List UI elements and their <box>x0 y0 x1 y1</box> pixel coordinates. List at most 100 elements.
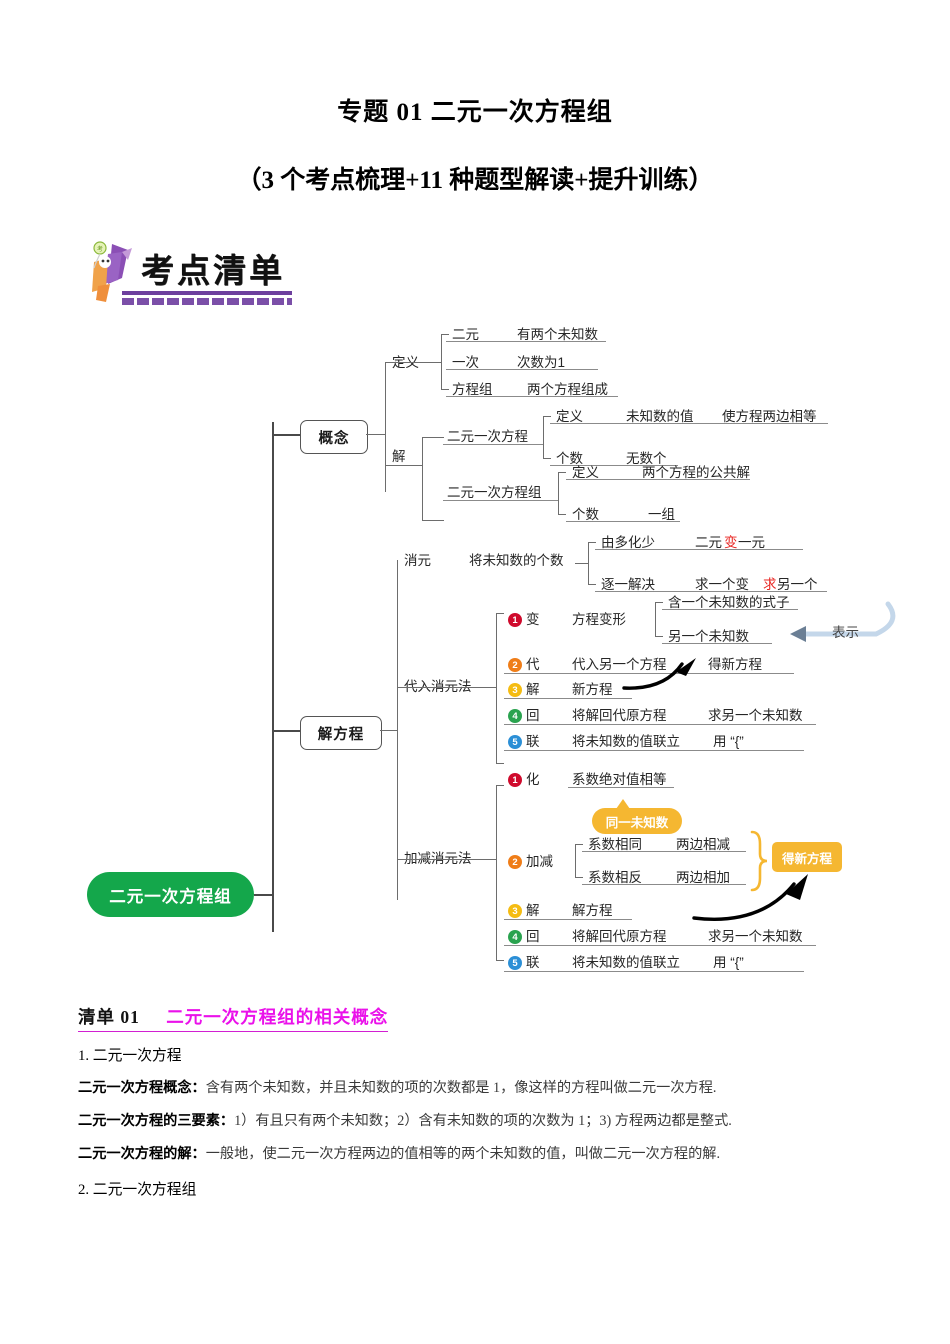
step-badge-5: 5 <box>508 735 522 749</box>
decorative-figure-icon: 考 <box>92 241 132 302</box>
connector <box>558 472 560 514</box>
connector <box>558 514 566 516</box>
solution-group-name: 二元一次方程组 <box>447 485 542 500</box>
step-badge-1: 1 <box>508 613 522 627</box>
connector <box>588 584 596 586</box>
paragraph-body: 含有两个未知数，并且未知数的项的次数都是 1，像这样的方程叫做二元一次方程. <box>205 1080 717 1096</box>
def-row-val: 两个方程组成 <box>527 382 608 397</box>
underline <box>504 945 816 947</box>
underline <box>662 643 772 645</box>
step-key: 解 <box>526 682 540 697</box>
elim-row-val-a: 二元 <box>695 535 722 550</box>
connector <box>496 613 504 615</box>
page-title: 专题 01 二元一次方程组 <box>337 99 613 126</box>
flow-arrow-icon <box>692 874 808 921</box>
connector <box>496 613 498 763</box>
connector <box>575 844 577 877</box>
step-badge-4: 4 <box>508 930 522 944</box>
result-box: 得新方程 <box>772 842 842 872</box>
solution-row-val: 无数个 <box>626 451 667 466</box>
solution-row-val2: 使方程两边相等 <box>722 409 817 424</box>
step-badge-3: 3 <box>508 683 522 697</box>
connector <box>496 785 504 787</box>
connector <box>588 542 596 544</box>
underline <box>443 444 543 446</box>
step-val: 解方程 <box>572 903 613 918</box>
callout-bubble: 同一未知数 <box>592 799 682 834</box>
connector <box>655 602 663 604</box>
addsub-row-key: 系数相反 <box>588 870 642 885</box>
underline <box>504 971 804 973</box>
step-key: 回 <box>526 929 540 944</box>
step-key: 化 <box>526 772 540 787</box>
step-key: 联 <box>526 955 540 970</box>
label-addsub-method: 加减消元法 <box>404 852 472 866</box>
connector <box>422 437 424 520</box>
def-row-key: 方程组 <box>452 382 493 397</box>
step-badge-4: 4 <box>508 709 522 723</box>
logo-rule-solid <box>122 291 292 295</box>
flow-arrow-icon <box>622 658 696 690</box>
solution-row-key: 定义 <box>556 409 583 424</box>
connector <box>254 894 274 897</box>
elim-row-val-c: 一元 <box>738 535 765 550</box>
underline <box>662 609 798 611</box>
step-badge-5: 5 <box>508 956 522 970</box>
transform-line-2: 另一个未知数 <box>668 629 749 644</box>
underline <box>595 591 827 593</box>
connector <box>575 877 583 879</box>
solution-row-key: 定义 <box>572 465 599 480</box>
connector <box>655 602 657 636</box>
step-val2: 用 “{” <box>713 734 744 749</box>
solution-row-val: 两个方程的公共解 <box>642 465 750 480</box>
label-elimination-sub: 将未知数的个数 <box>469 553 564 568</box>
logo-rule-dashed <box>122 298 292 305</box>
underline <box>566 479 750 481</box>
paragraph-lead: 二元一次方程概念： <box>78 1080 206 1096</box>
connector <box>385 362 387 492</box>
underline <box>566 521 680 523</box>
connector <box>655 636 663 638</box>
underline <box>595 549 803 551</box>
step-val: 代入另一个方程 <box>572 657 667 672</box>
underline <box>504 724 816 726</box>
connector <box>543 458 551 460</box>
connector <box>543 416 551 418</box>
connector <box>496 960 504 962</box>
elim-row-val-b: 求 <box>763 577 777 592</box>
addsub-row-key: 系数相同 <box>588 837 642 852</box>
step-val2: 用 “{” <box>713 955 744 970</box>
underline <box>504 750 804 752</box>
paragraph-lead: 二元一次方程的解： <box>78 1146 206 1162</box>
connector <box>397 560 399 900</box>
node-concept: 概念 <box>300 420 368 454</box>
section-heading: 清单 01 二元一次方程组的相关概念 <box>78 1004 389 1032</box>
underline <box>582 884 746 886</box>
step-key: 代 <box>526 657 540 672</box>
connector <box>558 472 566 474</box>
connector <box>272 434 300 437</box>
step-val: 将未知数的值联立 <box>572 734 680 749</box>
connector <box>366 434 386 436</box>
connector <box>496 785 498 960</box>
mindmap: 二元一次方程组 概念 定义 二元 有两个未知数 一次 次数为1 方程组 两个方程… <box>0 320 950 985</box>
connector <box>422 437 444 439</box>
exam-points-logo: 考 考点清单 <box>78 240 293 312</box>
connector <box>380 730 398 732</box>
curly-brace-icon <box>750 830 768 892</box>
underline <box>504 919 632 921</box>
underline <box>568 787 674 789</box>
underline <box>504 698 632 700</box>
connector <box>575 563 589 565</box>
elim-row-key: 由多化少 <box>601 535 655 550</box>
connector <box>397 687 497 689</box>
solution-group-name: 二元一次方程 <box>447 429 528 444</box>
section-title: 二元一次方程组的相关概念 <box>166 1007 389 1027</box>
step-badge-2: 2 <box>508 855 522 869</box>
node-solve-equation: 解方程 <box>300 716 382 750</box>
subheading-1: 1. 二元一次方程 <box>78 1048 182 1064</box>
step-key: 加减 <box>526 854 553 869</box>
step-val2: 得新方程 <box>708 657 762 672</box>
underline <box>550 423 828 425</box>
subheading-2: 2. 二元一次方程组 <box>78 1182 197 1198</box>
